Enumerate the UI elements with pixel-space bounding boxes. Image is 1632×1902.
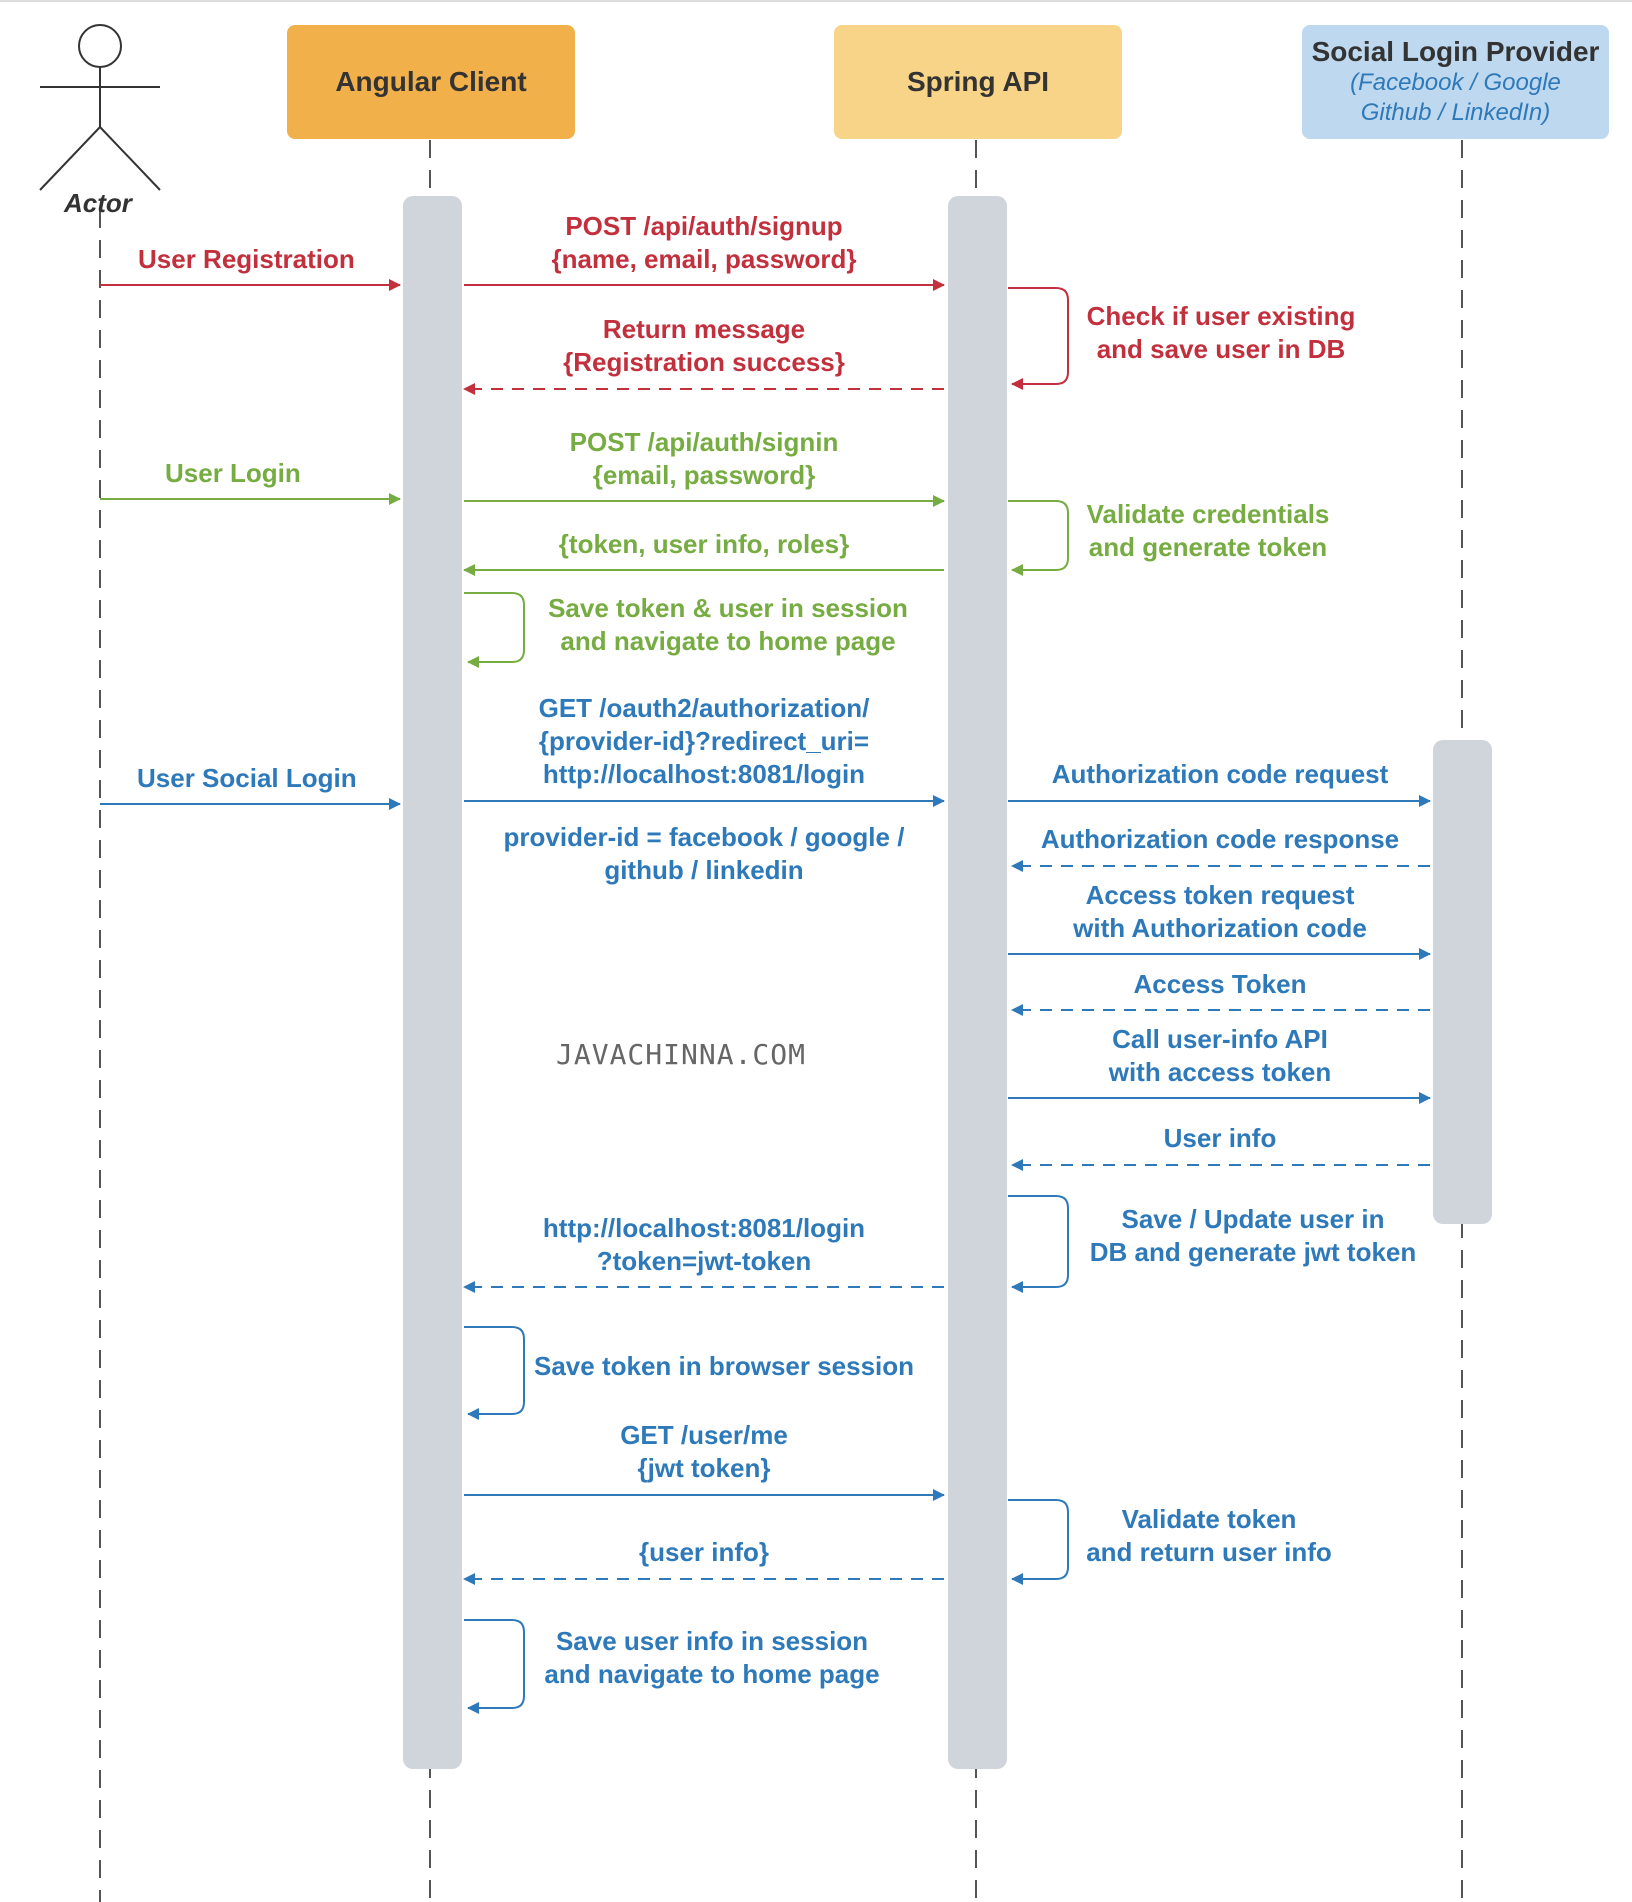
actor-label: Actor bbox=[64, 188, 132, 218]
label-signin: POST /api/auth/signin{email, password} bbox=[569, 427, 839, 490]
participant-social-login-provider: Social Login Provider (Facebook / Google… bbox=[1302, 25, 1609, 139]
arrow-save-update-user bbox=[1008, 1195, 1069, 1293]
participant-label: Social Login Provider bbox=[1311, 36, 1600, 67]
participant-sublabel: Github / LinkedIn) bbox=[1360, 99, 1551, 126]
participant-label: Spring API bbox=[906, 66, 1050, 97]
label-provider-id: provider-id = facebook / google /github … bbox=[503, 822, 905, 885]
provider-activation-bar bbox=[1433, 740, 1492, 1224]
participant-spring-api: Spring API bbox=[834, 25, 1122, 139]
label-oauth-get: GET /oauth2/authorization/{provider-id}?… bbox=[538, 693, 870, 789]
participant-label: Angular Client bbox=[335, 66, 527, 97]
arrow-save-token-session bbox=[464, 592, 525, 668]
label-return-message: Return message{Registration success} bbox=[563, 314, 845, 377]
label-user-info-return: {user info} bbox=[638, 1537, 770, 1567]
label-user-registration: User Registration bbox=[138, 244, 355, 274]
label-save-browser-session: Save token in browser session bbox=[534, 1351, 915, 1381]
arrow-save-browser-session bbox=[464, 1326, 525, 1420]
actor-figure bbox=[39, 24, 161, 191]
client-activation-bar bbox=[403, 196, 462, 1769]
arrow-check-user bbox=[1008, 287, 1069, 390]
label-signup: POST /api/auth/signup{name, email, passw… bbox=[551, 211, 857, 274]
label-token-response: {token, user info, roles} bbox=[558, 529, 850, 559]
arrow-save-user-info-session bbox=[464, 1619, 525, 1714]
participant-sublabel: (Facebook / Google bbox=[1350, 69, 1561, 96]
label-auth-code-request: Authorization code request bbox=[1051, 759, 1389, 789]
label-access-token: Access Token bbox=[1133, 969, 1307, 999]
label-user-login: User Login bbox=[165, 458, 301, 488]
label-user-info: User info bbox=[1163, 1123, 1277, 1153]
arrow-validate-token bbox=[1008, 1499, 1069, 1585]
label-auth-code-response: Authorization code response bbox=[1040, 824, 1400, 854]
label-get-user-me: GET /user/me{jwt token} bbox=[620, 1420, 788, 1483]
watermark: JAVACHINNA.COM bbox=[556, 1038, 807, 1071]
label-redirect-token: http://localhost:8081/login?token=jwt-to… bbox=[542, 1213, 866, 1276]
api-activation-bar bbox=[948, 196, 1007, 1769]
participant-angular-client: Angular Client bbox=[287, 25, 575, 139]
label-user-social-login: User Social Login bbox=[137, 763, 357, 793]
arrow-validate-credentials bbox=[1008, 500, 1069, 576]
